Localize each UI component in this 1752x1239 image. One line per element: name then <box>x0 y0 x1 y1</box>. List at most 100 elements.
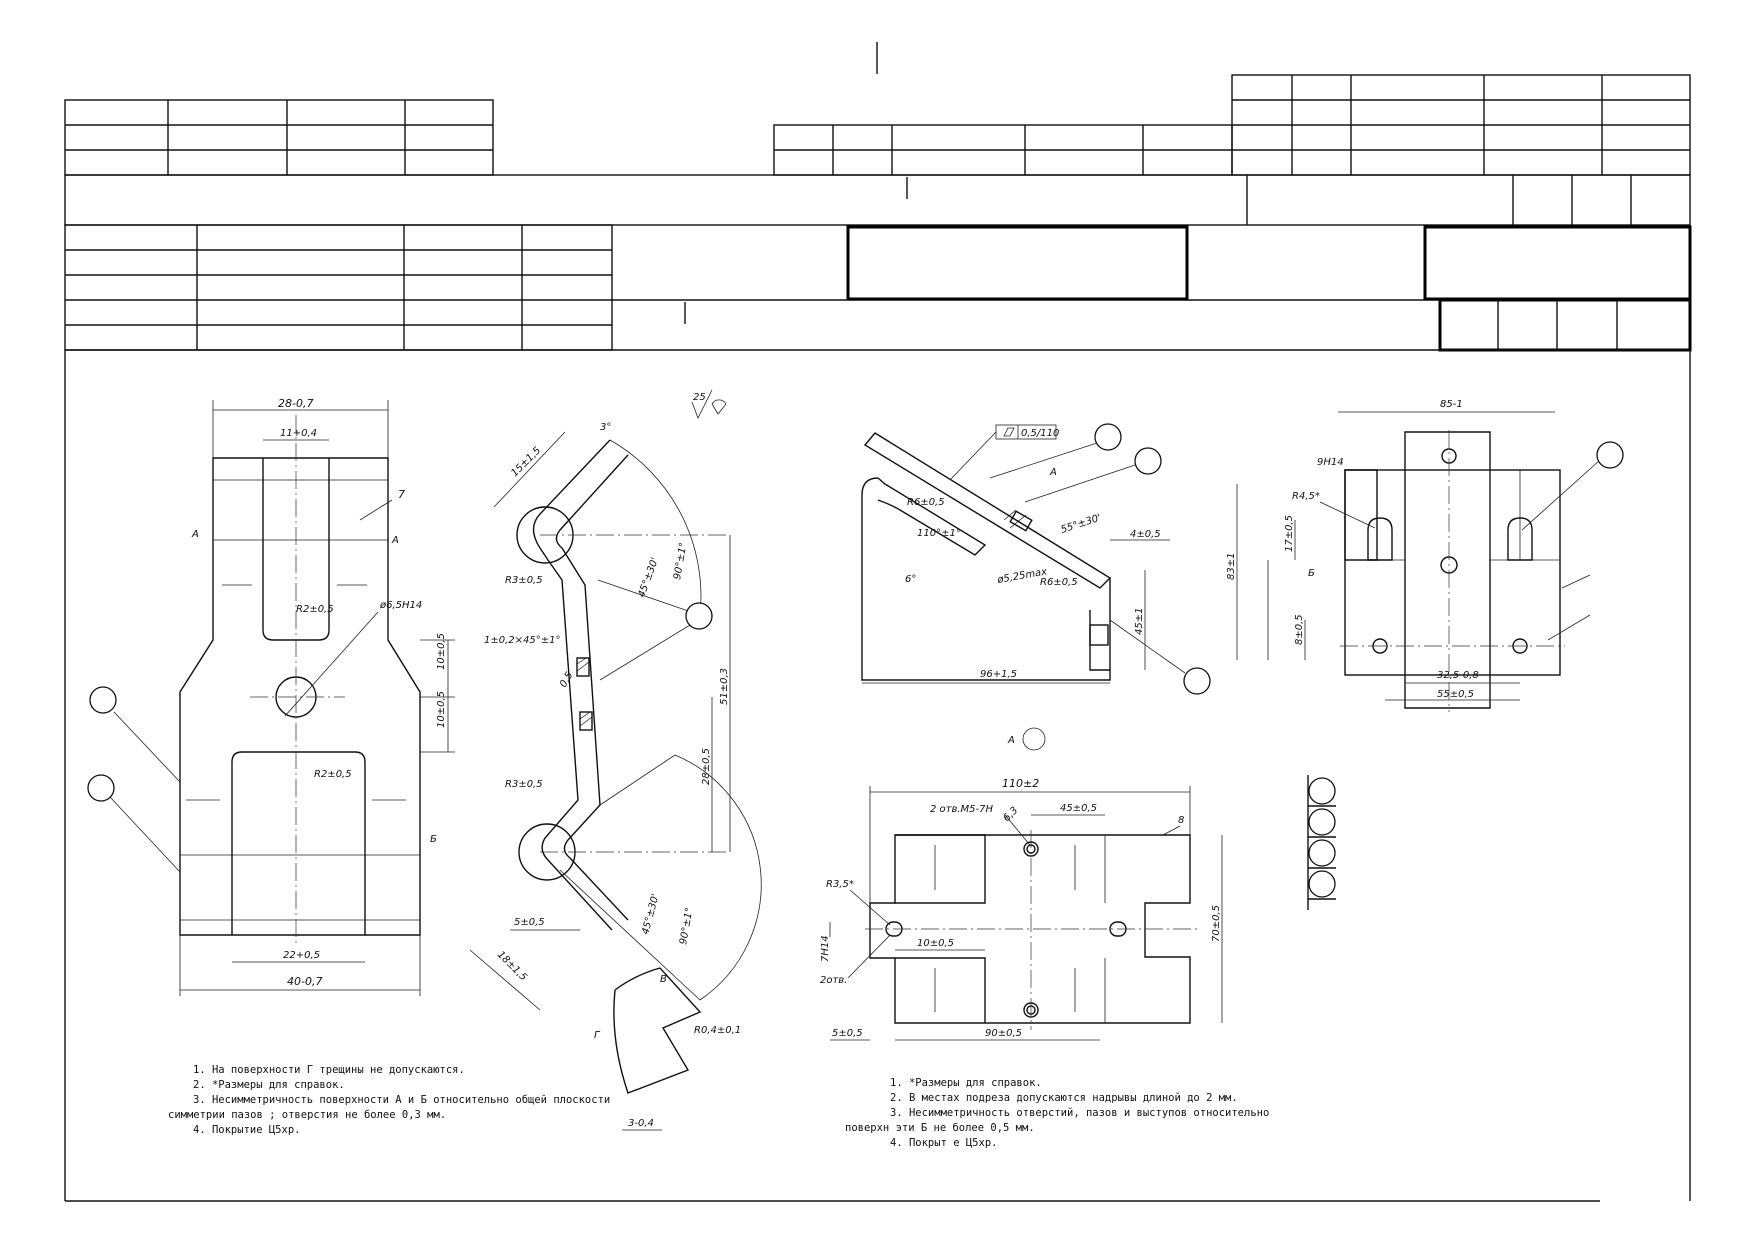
title-block-grid <box>64 42 1692 1202</box>
dim-holes-m5: 2 отв.М5-7Н <box>930 804 994 815</box>
note-line: 2. *Размеры для справок. <box>193 1079 345 1091</box>
dim-height-45: 45±1 <box>1134 608 1145 635</box>
dim-5: 5±0,5 <box>832 1028 863 1039</box>
note-line: симметрии пазов ; отверстия не более 0,3… <box>168 1109 446 1121</box>
note-line: 1. *Размеры для справок. <box>890 1077 1042 1089</box>
drawing-4-plate: 85-1 9H14 R4,5* 83±1 17±0,5 Б 8±0,5 32,5… <box>1226 399 1624 712</box>
label-7: 7 <box>398 488 405 501</box>
dim-angle-55: 55°±30' <box>1060 513 1103 536</box>
callout-balloon <box>1308 839 1336 867</box>
note-line: 1. На поверхности Г трещины не допускают… <box>193 1064 465 1076</box>
dim-height-83: 83±1 <box>1226 553 1237 580</box>
dim-7h14: 7H14 <box>820 935 831 962</box>
dim-angle-3: 3° <box>600 422 611 433</box>
dim-r35: R3,5* <box>826 879 854 890</box>
part-name-box <box>846 225 1189 301</box>
callout-balloon <box>1183 667 1211 695</box>
dim-angle-110: 110°±1° <box>917 528 961 539</box>
sheet-number-box <box>1438 298 1692 352</box>
dim-angle-6: 6° <box>905 574 916 585</box>
dim-r6-bottom: R6±0,5 <box>1040 577 1078 588</box>
dim-width-3: 3-0,4 <box>628 1118 654 1129</box>
dim-2-holes: 2отв. <box>820 975 847 986</box>
balloon-stack <box>1307 775 1336 910</box>
drawing-5-plan: 110±2 2 отв.М5-7Н 6,3 45±0,5 8 R3,5* 7H1… <box>820 777 1269 1149</box>
arrow-a-left: А <box>191 529 199 540</box>
flatness-icon <box>1003 427 1015 437</box>
callout-balloon <box>1134 447 1162 475</box>
callout-balloon <box>89 686 117 714</box>
tolerance-value: 0,5/110 <box>1021 428 1059 439</box>
dim-len-96: 96+1,5 <box>980 669 1017 680</box>
note-line: 3. Несимметричность поверхности А и Б от… <box>193 1094 610 1106</box>
callout-balloon <box>1094 423 1122 451</box>
label-8: 8 <box>1178 815 1184 826</box>
dim-10-top: 10±0,5 <box>436 633 447 670</box>
dim-10: 10±0,5 <box>917 938 954 949</box>
dim-r2-top: R2±0,5 <box>296 604 334 615</box>
dim-r3-top: R3±0,5 <box>505 575 543 586</box>
title-row <box>64 174 1691 226</box>
view-a-icon <box>1022 727 1046 751</box>
top-middle-table <box>773 124 1233 176</box>
dim-slot-width: 11+0,4 <box>280 428 317 439</box>
roughness-icon <box>711 399 727 415</box>
callout-balloon <box>87 774 115 802</box>
dim-r45: R4,5* <box>1292 491 1320 502</box>
dim-63: 6,3 <box>1001 805 1020 824</box>
top-left-table <box>64 99 494 176</box>
dim-height-51: 51±0,3 <box>719 668 730 705</box>
arrow-b: Б <box>430 834 437 845</box>
dim-thickness: 0,5 <box>558 670 575 689</box>
view-a-label: А <box>1007 735 1015 746</box>
signature-table <box>64 224 613 351</box>
dim-bottom-width: 40-0,7 <box>287 975 322 988</box>
note-line: 4. Покрытие Ц5хр. <box>193 1124 300 1136</box>
arrow-a: А <box>1049 467 1057 478</box>
dim-r2-bottom: R2±0,5 <box>314 769 352 780</box>
dim-8: 8±0,5 <box>1294 614 1305 645</box>
callout-balloon <box>1308 777 1336 805</box>
drawing-2-side-view: 3° 15±1,5 R3±0,5 1±0,2×45°±1° 0,5 45°±30… <box>469 389 762 1131</box>
dim-angle-45-top: 45°±30' <box>636 556 661 599</box>
top-right-table <box>1231 74 1691 176</box>
dim-width-85: 85-1 <box>1440 399 1463 410</box>
dim-height-70: 70±0,5 <box>1211 905 1222 942</box>
dim-r04: R0,4±0,1 <box>694 1025 741 1036</box>
dim-height-28: 28±0,5 <box>701 748 712 785</box>
dim-32: 32,5-0,8 <box>1437 670 1479 681</box>
dim-chamfer: 1±0,2×45°±1° <box>484 635 561 646</box>
dim-10-bottom: 10±0,5 <box>436 691 447 728</box>
dim-len-15: 15±1,5 <box>509 445 543 479</box>
roughness-icon <box>691 389 713 419</box>
callout-balloon <box>1596 441 1624 469</box>
dim-55: 55±0,5 <box>1437 689 1474 700</box>
note-line: поверхн эти Б не более 0,5 мм. <box>845 1122 1035 1134</box>
note-line: 3. Несимметричность отверстий, пазов и в… <box>890 1107 1269 1119</box>
drawing-3-angled-part: 0,5/110 R6±0,5 А 55°±30' 110°±1° 4±0,5 ø… <box>861 423 1211 751</box>
designation-box <box>1423 225 1692 301</box>
label-g: Г <box>594 1030 601 1041</box>
dim-angle-90-top: 90°±1° <box>672 542 689 581</box>
label-v: В <box>660 974 667 985</box>
dim-45: 45±0,5 <box>1060 803 1097 814</box>
dim-17: 17±0,5 <box>1284 515 1295 552</box>
dim-angle-90-bottom: 90°±1° <box>678 907 695 946</box>
label-b: Б <box>1308 568 1315 579</box>
roughness-value: 25 <box>693 392 706 403</box>
arrow-a-right: А <box>391 535 399 546</box>
callout-balloon <box>685 602 713 630</box>
dim-4: 4±0,5 <box>1130 529 1161 540</box>
dim-angle-45-bottom: 45°±30' <box>640 893 661 936</box>
dim-hole: ø6,5H14 <box>379 600 422 611</box>
note-line: 2. В местах подреза допускаются надрывы … <box>890 1092 1238 1104</box>
dim-bottom-slot: 22+0,5 <box>283 950 320 961</box>
dim-9h14: 9H14 <box>1317 457 1344 468</box>
dim-len-18: 18±1,5 <box>495 949 529 983</box>
dim-top-width: 28-0,7 <box>278 397 313 410</box>
drawing-1-bracket: 28-0,7 11+0,4 7 А А R2±0,5 ø6,5H14 10±0,… <box>87 397 610 1136</box>
dim-r3-bottom: R3±0,5 <box>505 779 543 790</box>
note-line: 4. Покрыт е Ц5хр. <box>890 1137 997 1149</box>
dim-width-110: 110±2 <box>1002 777 1039 790</box>
dim-r6-top: R6±0,5 <box>907 497 945 508</box>
